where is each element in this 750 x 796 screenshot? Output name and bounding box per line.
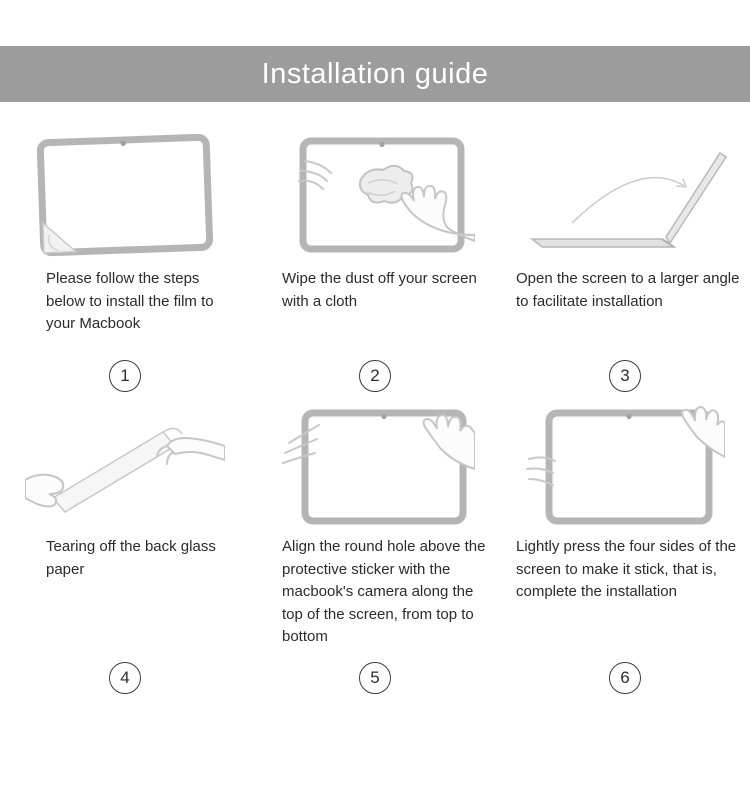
press-four-sides-icon (526, 405, 725, 525)
step-6-illustration (500, 398, 750, 530)
step-6-number: 6 (609, 662, 641, 694)
align-camera-hole-icon (282, 409, 475, 525)
film-sheet (51, 430, 177, 513)
step-1-caption: Please follow the steps below to install… (46, 270, 214, 332)
steps-grid: Please follow the steps below to install… (0, 102, 750, 700)
step-3-caption: Open the screen to a larger angle to fac… (516, 270, 740, 310)
step-1: Please follow the steps below to install… (0, 130, 250, 398)
right-hand-icon (681, 405, 725, 459)
left-hand-icon (282, 424, 320, 464)
cloth-icon (358, 164, 414, 204)
screen-with-film-peel-icon (36, 133, 214, 257)
step-5-number: 5 (359, 662, 391, 694)
right-hand-icon (165, 436, 225, 461)
open-direction-arrow (571, 176, 687, 224)
step-5-illustration (250, 398, 500, 530)
wipe-screen-with-cloth-icon (298, 137, 475, 253)
step-4-caption: Tearing off the back glass paper (46, 538, 216, 578)
step-4: Tearing off the back glass paper 4 (0, 398, 250, 700)
step-3-illustration (500, 130, 750, 262)
step-2-illustration (250, 130, 500, 262)
open-laptop-wide-icon (529, 151, 728, 248)
right-hand-icon (400, 184, 475, 243)
step-4-illustration (0, 398, 250, 530)
left-hand-icon (298, 160, 332, 190)
left-hand-icon (25, 473, 65, 507)
step-2-caption: Wipe the dust off your screen with a clo… (282, 270, 477, 310)
step-1-number: 1 (109, 360, 141, 392)
step-2-number: 2 (359, 360, 391, 392)
step-4-number: 4 (109, 662, 141, 694)
step-5: Align the round hole above the protectiv… (250, 398, 500, 700)
tear-back-paper-icon (25, 427, 225, 513)
header-banner: Installation guide (0, 46, 750, 102)
step-5-caption: Align the round hole above the protectiv… (282, 538, 486, 645)
step-6: Lightly press the four sides of the scre… (500, 398, 750, 700)
step-1-illustration (0, 130, 250, 262)
right-hand-icon (422, 413, 475, 471)
step-2: Wipe the dust off your screen with a clo… (250, 130, 500, 398)
left-hand-icon (526, 456, 556, 486)
step-3-number: 3 (609, 360, 641, 392)
page-title: Installation guide (261, 57, 489, 90)
step-6-caption: Lightly press the four sides of the scre… (516, 538, 737, 600)
step-3: Open the screen to a larger angle to fac… (500, 130, 750, 398)
